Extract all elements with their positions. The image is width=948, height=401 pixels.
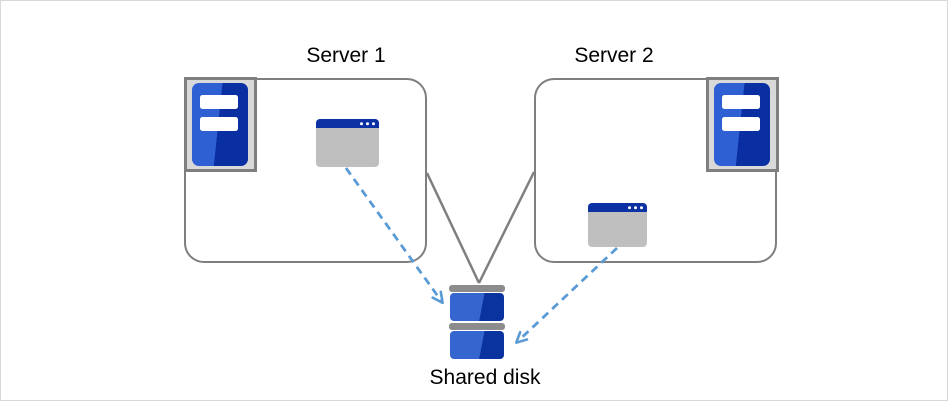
window-titlebar (316, 119, 379, 128)
disk-bar (449, 323, 505, 330)
disk-platter (450, 293, 504, 321)
server-slot-icon (200, 117, 238, 131)
server-slot-icon (722, 117, 760, 131)
server1-title: Server 1 (306, 44, 386, 67)
disk-platter (450, 331, 504, 359)
shared-disk-icon (449, 285, 505, 360)
server1-server-icon (184, 77, 257, 172)
window-buttons-icon (627, 205, 643, 210)
shared-disk-label: Shared disk (429, 366, 541, 389)
window-body (316, 128, 379, 167)
server2-title: Server 2 (574, 44, 654, 67)
server-slot-icon (722, 95, 760, 109)
application-a-window-icon (316, 119, 379, 167)
server2-to-disk-line (477, 171, 536, 284)
application-b-window-icon (588, 203, 647, 247)
server-slot-icon (200, 95, 238, 109)
server-tower-icon (714, 83, 770, 166)
server2-server-icon (706, 77, 779, 172)
server-tower-icon (192, 83, 248, 166)
server1-to-disk-line (425, 172, 481, 284)
window-buttons-icon (359, 121, 375, 126)
window-body (588, 212, 647, 247)
window-titlebar (588, 203, 647, 212)
disk-bar (449, 285, 505, 292)
